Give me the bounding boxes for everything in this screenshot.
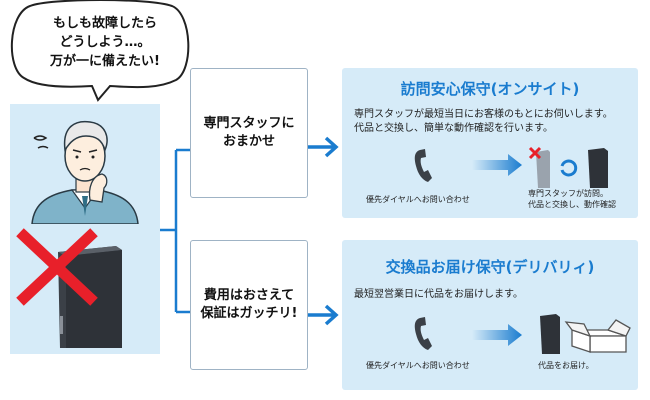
device-swap-icon [528, 146, 608, 188]
step-caption: 代品をお届け。 [538, 361, 594, 370]
option-label: 専門スタッフに おまかせ [203, 116, 295, 149]
arrow-icon [308, 304, 339, 326]
speech-line: 万が一に備えたい! [50, 54, 160, 69]
gradient-arrow-icon [472, 324, 522, 346]
description-line: 最短翌営業日に代品をお届けします。 [354, 289, 523, 300]
option-label: 費用はおさえて 保証はガッチリ! [200, 288, 298, 321]
gradient-arrow-icon [472, 154, 522, 176]
step-caption: 優先ダイヤルへお問い合わせ [366, 361, 470, 370]
service-onsite-panel: 訪問安心保守(オンサイト) 専門スタッフが最短当日にお客様のもとにお伺いします。… [342, 68, 638, 218]
description-line: 代品と交換し、簡単な動作確認を行います。 [354, 123, 553, 134]
service-description: 最短翌営業日に代品をお届けします。 [354, 288, 634, 302]
arrow-icon [308, 136, 339, 158]
phone-icon [414, 149, 432, 182]
service-delivery-panel: 交換品お届け保守(デリバリィ) 最短翌営業日に代品をお届けします。 優先ダイヤル… [342, 240, 638, 390]
device-box-icon [540, 314, 631, 354]
service-title: 訪問安心保守(オンサイト) [400, 80, 580, 98]
phone-icon [414, 317, 432, 350]
speech-line: どうしよう…。 [59, 35, 151, 50]
branch-connector [160, 148, 190, 314]
service-title: 交換品お届け保守(デリバリィ) [385, 258, 595, 276]
option-box-onsite: 専門スタッフに おまかせ [190, 68, 308, 198]
step-caption: 優先ダイヤルへお問い合わせ [366, 195, 470, 204]
step-caption: 専門スタッフが訪問。 代品と交換し、動作確認 [528, 189, 616, 209]
speech-text: もしも故障したら どうしよう…。 万が一に備えたい! [30, 14, 180, 71]
option-box-delivery: 費用はおさえて 保証はガッチリ! [190, 240, 308, 370]
speech-line: もしも故障したら [52, 16, 157, 31]
broken-device-icon [16, 228, 122, 348]
speech-bubble [11, 0, 190, 102]
description-line: 専門スタッフが最短当日にお客様のもとにお伺いします。 [354, 109, 613, 120]
worried-man-icon [31, 120, 139, 224]
service-description: 専門スタッフが最短当日にお客様のもとにお伺いします。 代品と交換し、簡単な動作確… [354, 108, 634, 136]
